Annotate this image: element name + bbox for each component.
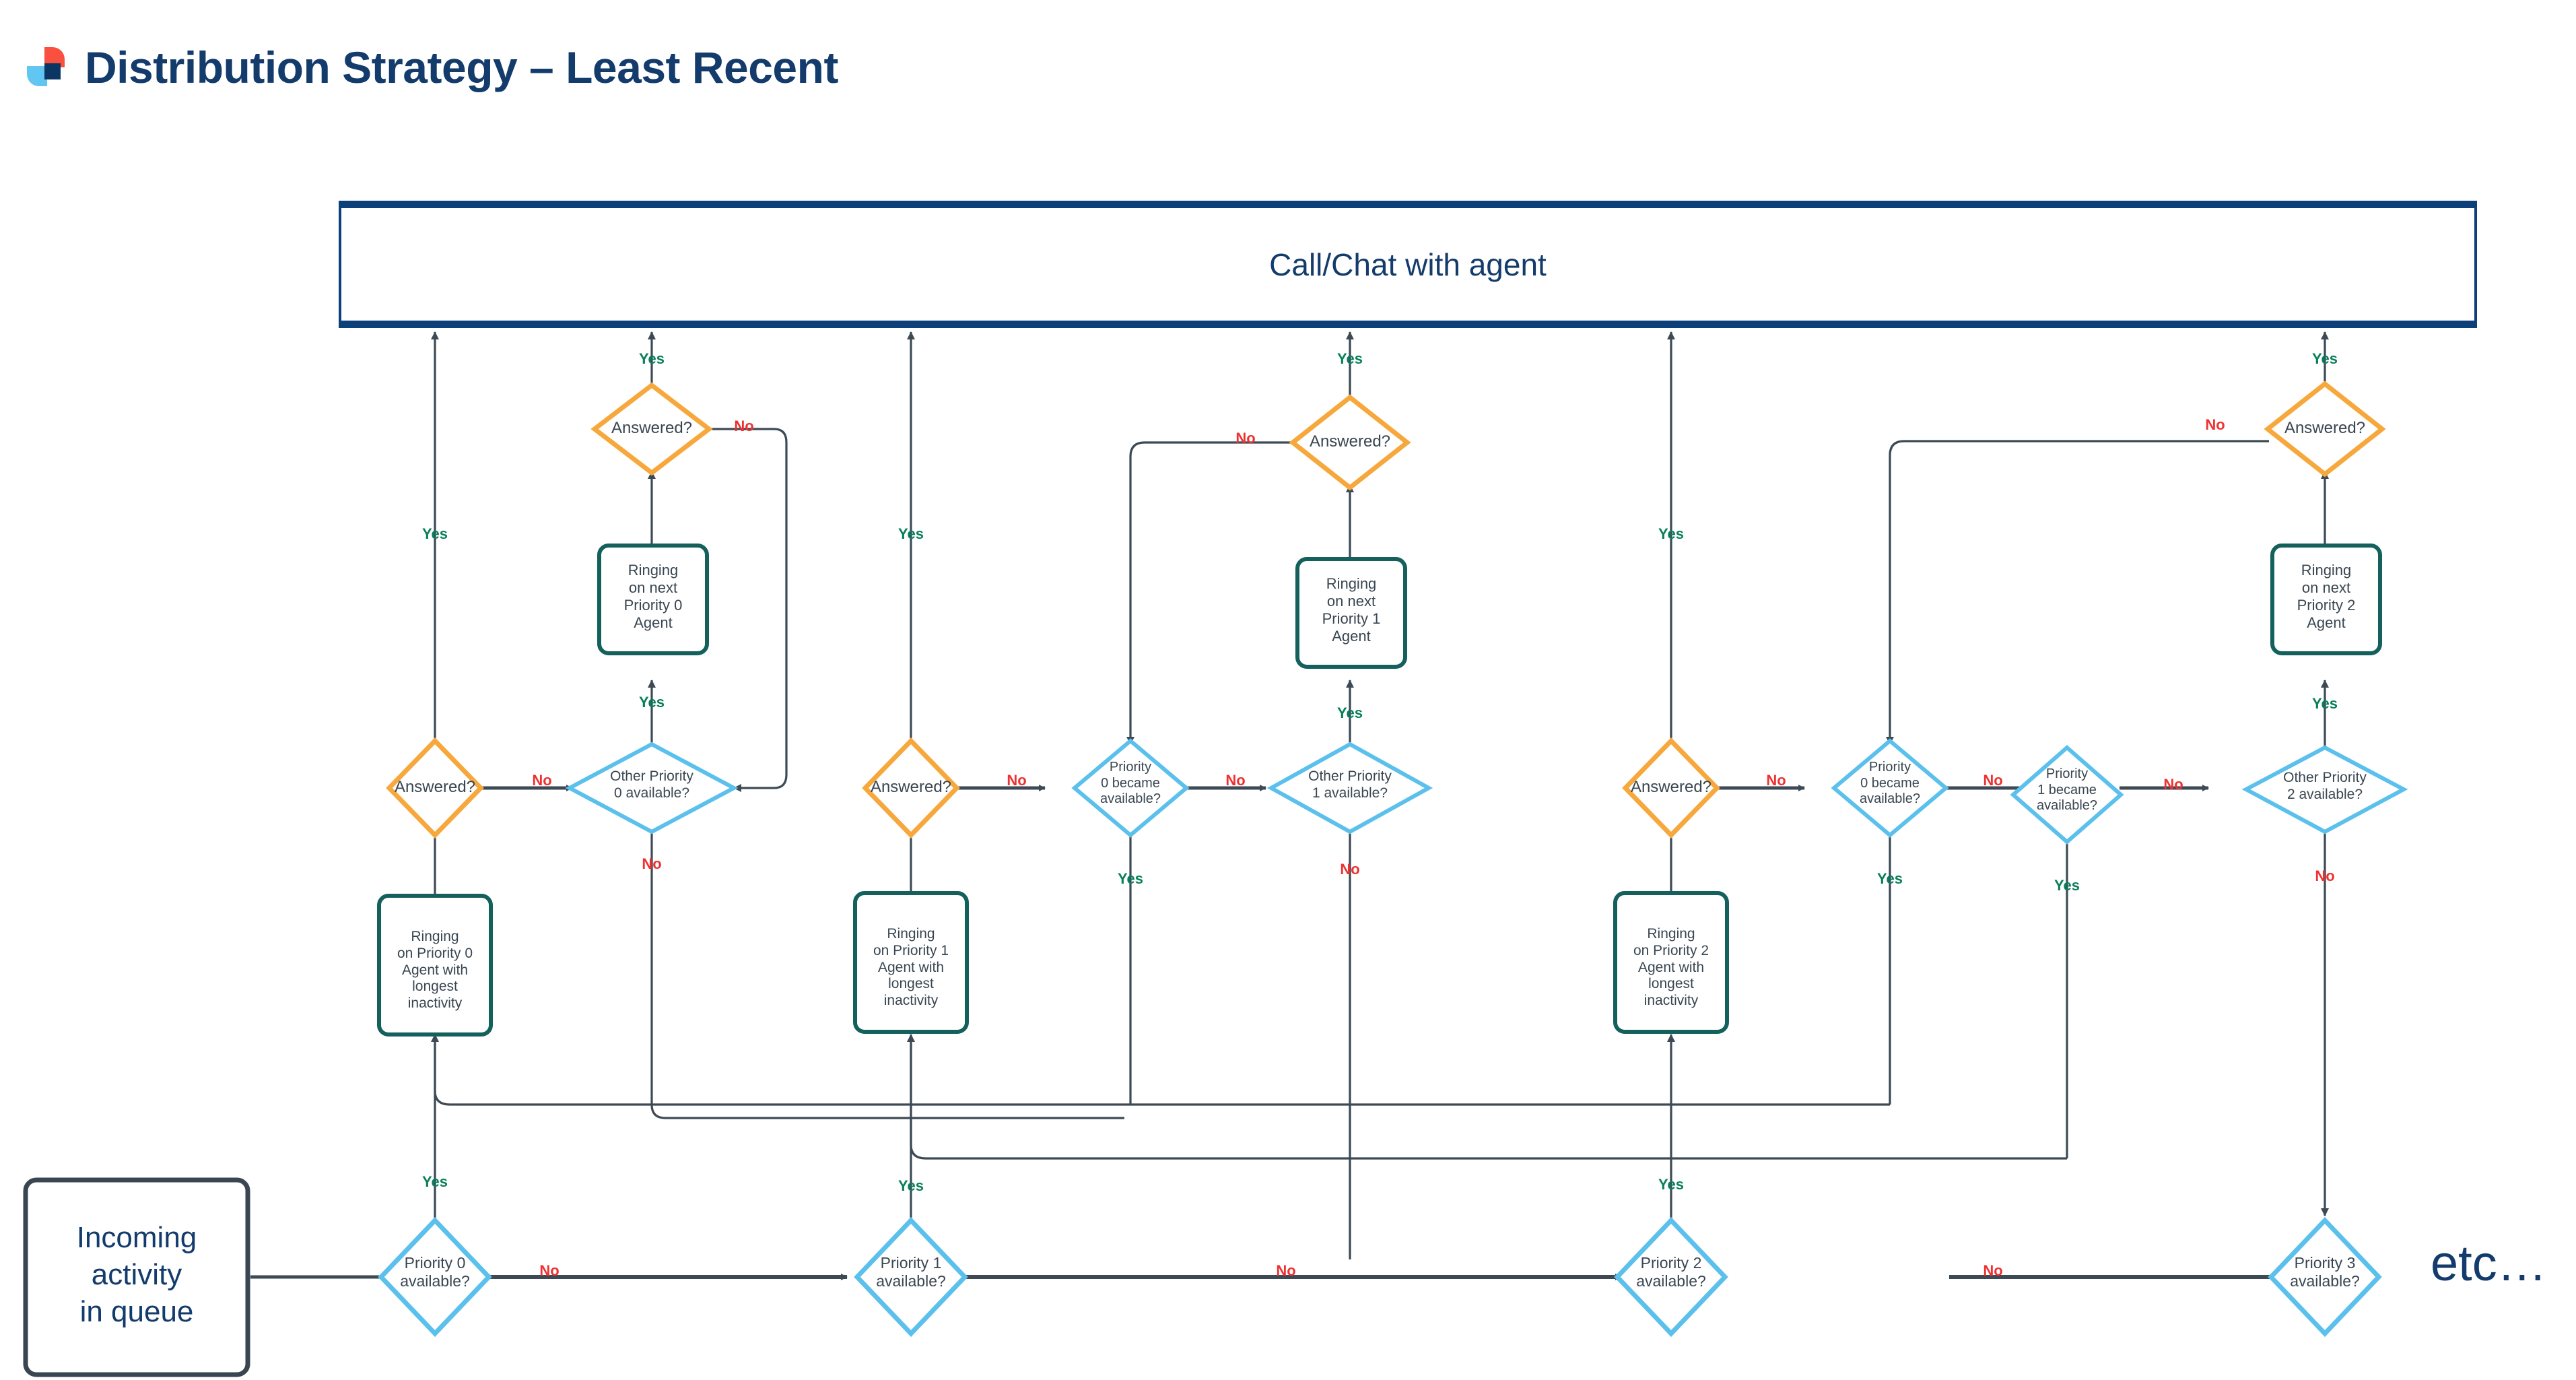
edge-answered0u-no-loop (709, 428, 788, 792)
diamond-p2-available (1614, 1216, 1728, 1338)
box-ringing-longest-p2 (1613, 891, 1729, 1034)
diamond-p1-available (854, 1216, 968, 1338)
diamond-answered-p2-lower (1622, 737, 1720, 839)
return-bus-lower (910, 1034, 2067, 1160)
diamond-other-p0-available (565, 742, 739, 834)
queue-box (23, 1177, 250, 1377)
page-header: Distribution Strategy – Least Recent (0, 0, 2576, 155)
return-bus-upper (434, 1034, 1890, 1106)
diamond-answered-p0-lower (386, 737, 484, 839)
diamond-answered-p1-upper (1289, 394, 1411, 491)
diamond-answered-p0-upper (590, 382, 713, 476)
diamond-other-p1-available (1266, 742, 1433, 834)
edge-answered1u-no-loop (1126, 441, 1294, 745)
diamond-other-p2-available (2241, 745, 2408, 834)
diamond-answered-p1-lower (862, 737, 960, 839)
diamond-p0-available (378, 1216, 492, 1338)
box-ringing-next-p1 (1295, 557, 1407, 669)
page-title: Distribution Strategy – Least Recent (85, 42, 838, 92)
box-ringing-longest-p0 (377, 894, 493, 1037)
edge-answered2u-no-loop (1886, 440, 2269, 745)
box-ringing-longest-p1 (853, 891, 969, 1034)
box-ringing-next-p2 (2270, 544, 2382, 655)
brand-logo-icon (27, 47, 65, 86)
diamond-p1-became-available-g2 (2010, 745, 2124, 845)
box-ringing-next-p0 (597, 544, 709, 655)
diamond-p3-available (2268, 1216, 2382, 1338)
agent-box (339, 201, 2477, 328)
diamond-p0-became-available-g2 (1831, 738, 1949, 838)
diamond-p0-became-available-g1 (1071, 738, 1190, 838)
diamond-answered-p2-upper (2264, 381, 2386, 478)
